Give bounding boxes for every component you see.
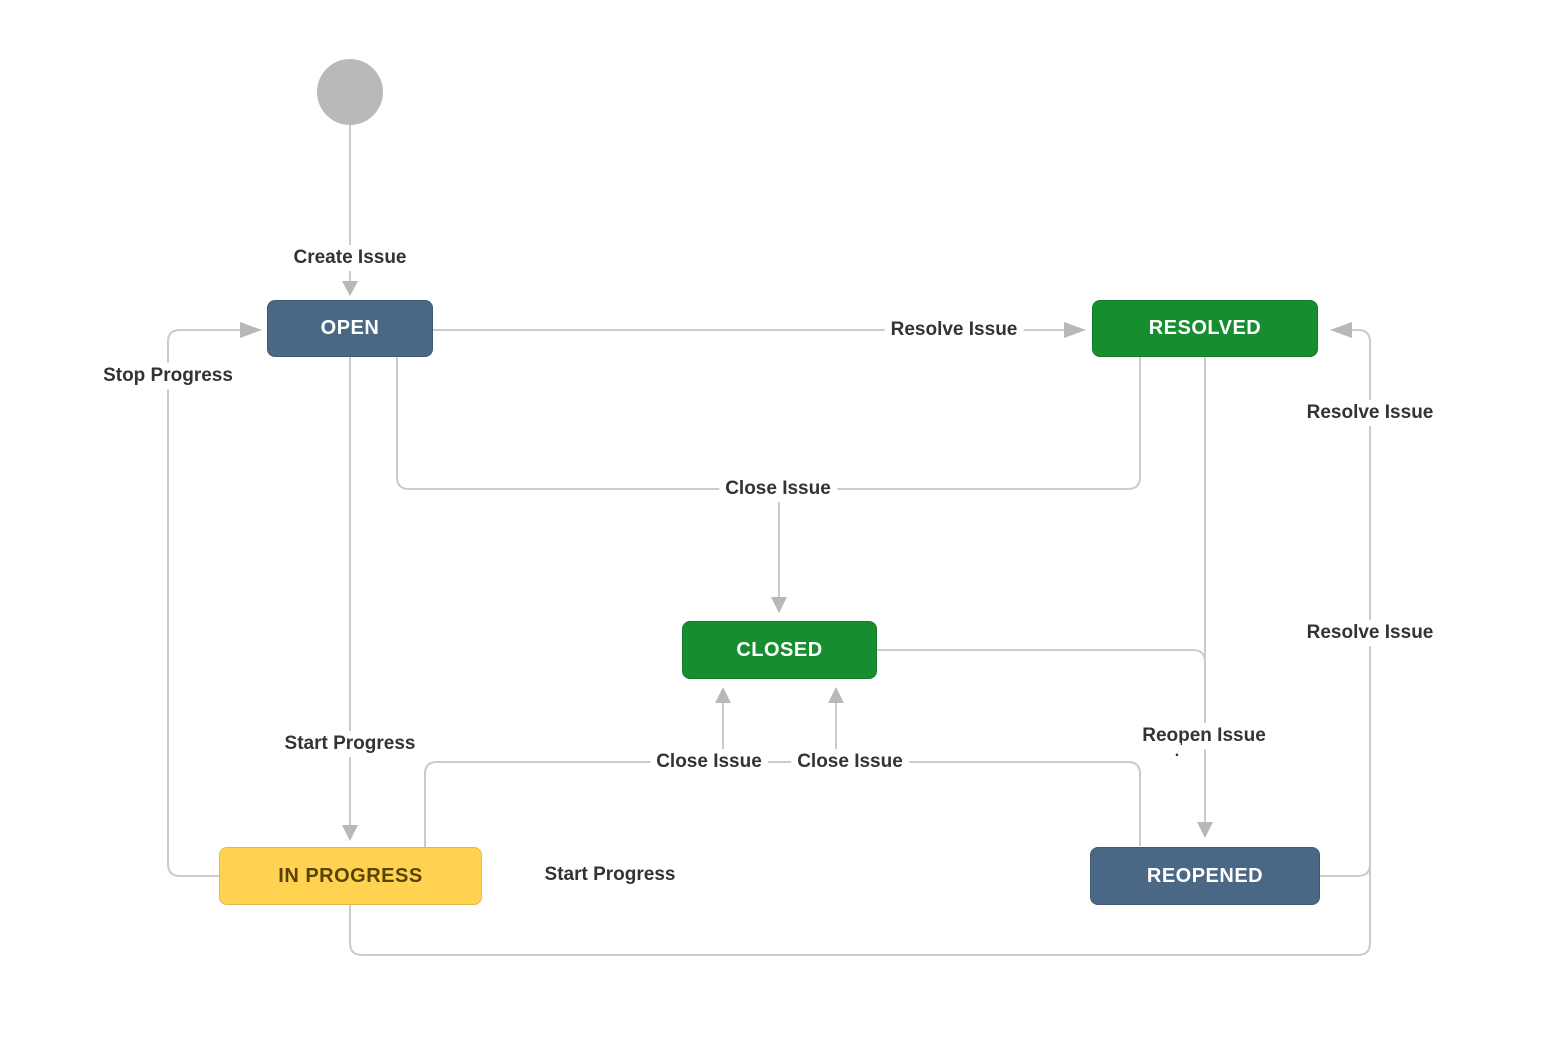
- edge-inprogress-to-open: [167, 329, 240, 877]
- transition-label-resolve-issue-from-reopened: Resolve Issue: [1300, 400, 1440, 426]
- status-label-closed: CLOSED: [736, 638, 823, 661]
- status-node-reopened[interactable]: REOPENED: [1090, 847, 1320, 905]
- edge-open-resolved-close-rail: [396, 357, 1141, 490]
- arrowhead-into-reopened-top: [1197, 822, 1213, 838]
- status-label-reopened: REOPENED: [1146, 864, 1264, 887]
- status-node-closed[interactable]: CLOSED: [682, 621, 877, 679]
- status-label-in-progress: IN PROGRESS: [278, 864, 423, 887]
- arrowhead-into-inprogress-top: [342, 825, 358, 841]
- transition-label-close-issue-from-reopened: Close Issue: [791, 749, 909, 775]
- transition-label-start-progress-from-reopened: Start Progress: [538, 862, 682, 888]
- transition-label-close-issue-from-open: Close Issue: [719, 476, 837, 502]
- arrowhead-into-open-left: [240, 322, 262, 338]
- transition-label-resolve-issue-from-open: Resolve Issue: [884, 317, 1024, 343]
- status-label-resolved: RESOLVED: [1148, 317, 1262, 339]
- transition-label-reopen-issue: Reopen Issue: [1136, 723, 1272, 749]
- transition-label-close-issue-from-in-progress: Close Issue: [650, 749, 768, 775]
- transition-label-start-progress-from-open: Start Progress: [278, 731, 422, 757]
- edge-inprogress-to-resolved: [349, 346, 1371, 956]
- edge-inprogress-reopened-close-rail: [424, 761, 1141, 847]
- arrowhead-into-closed-bottom-left: [715, 687, 731, 703]
- arrowhead-into-resolved-left: [1064, 322, 1086, 338]
- start-node[interactable]: [317, 59, 383, 125]
- status-label-open: OPEN: [320, 317, 380, 339]
- status-node-open[interactable]: OPEN: [267, 300, 433, 357]
- transition-label-create-issue: Create Issue: [287, 245, 413, 271]
- status-node-in-progress[interactable]: IN PROGRESS: [219, 847, 482, 905]
- arrowhead-into-closed-top: [771, 597, 787, 613]
- transition-label-resolve-issue-from-in-progress: Resolve Issue: [1300, 620, 1440, 646]
- status-node-resolved[interactable]: RESOLVED: [1092, 300, 1318, 357]
- arrowhead-into-resolved-right: [1330, 322, 1352, 338]
- transition-label-reopen-issue-dot: .: [1172, 742, 1182, 762]
- edge-closed-to-reopened: [877, 649, 1206, 663]
- arrowhead-into-open-top: [342, 281, 358, 296]
- arrowhead-into-closed-bottom-right: [828, 687, 844, 703]
- transition-label-stop-progress: Stop Progress: [97, 363, 239, 389]
